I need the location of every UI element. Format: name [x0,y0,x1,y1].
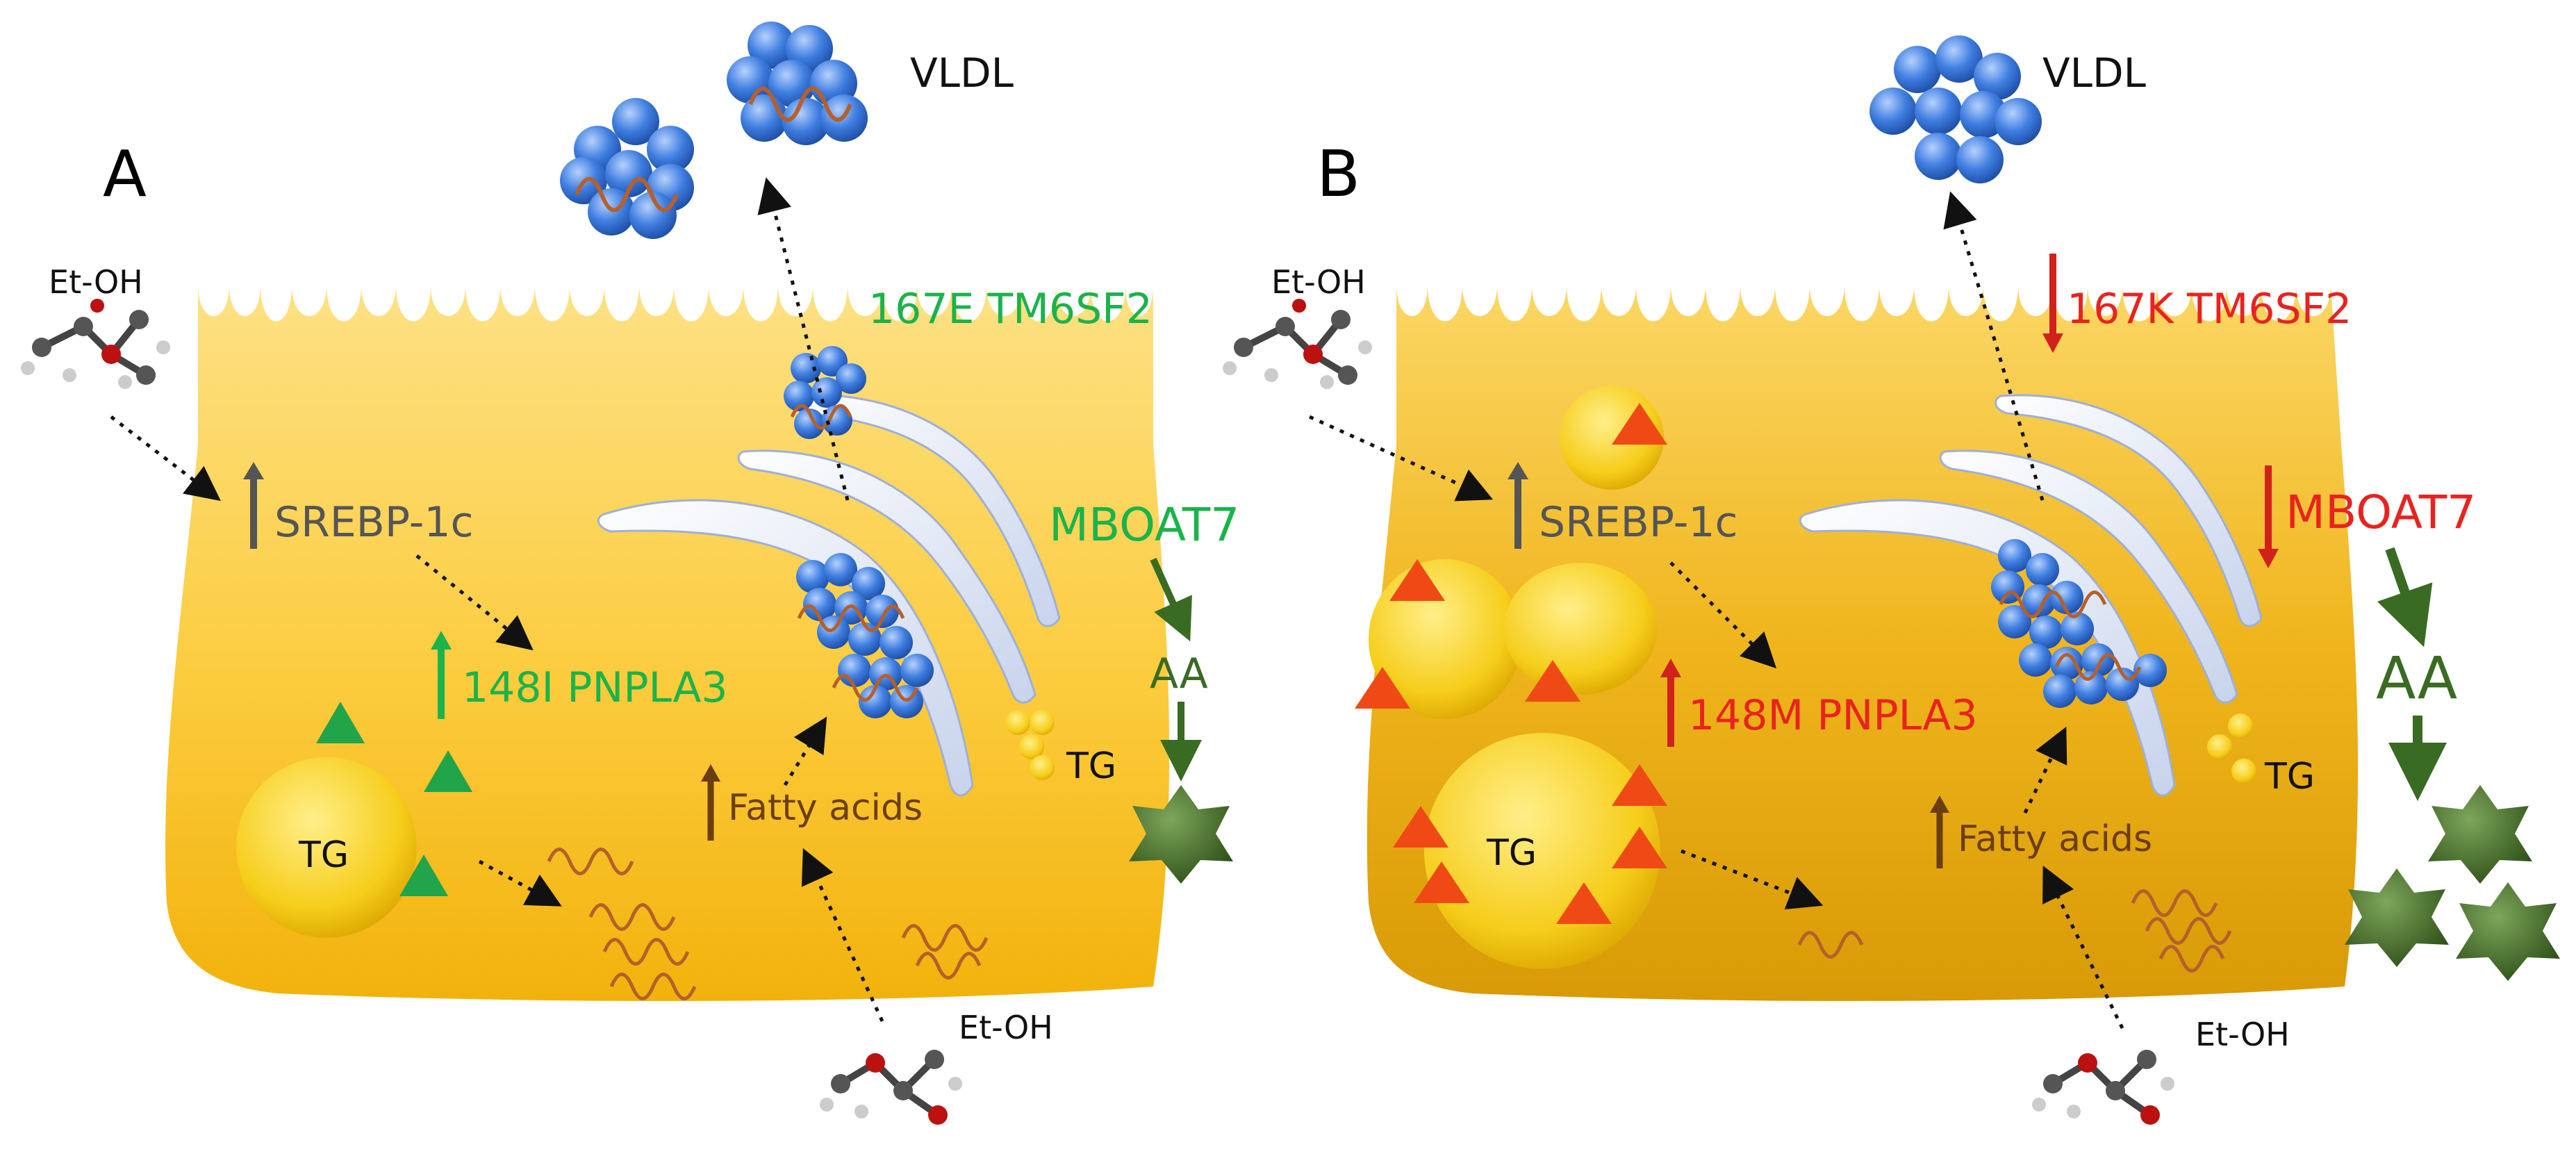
tg-droplet-label-b: TG [1486,832,1537,874]
arrow-etoh-to-fa-b [2042,866,2124,1030]
tg-small-label-a: TG [1066,745,1116,787]
er-membrane-b3 [1995,394,2263,627]
arrow-tg-to-fa-b [1681,849,1824,909]
ethanol-molecule-bottom-b [2032,1050,2174,1125]
arrow-er-to-vldl-b [1943,191,2045,501]
pnpla3-label-a: 148I PNPLA3 [462,663,728,712]
ethanol-bottom-label-a: Et-OH [959,1009,1053,1046]
eicosanoid-star-a [1129,785,1233,884]
eicosanoid-stars-b [2345,785,2560,981]
er-membrane-a3 [793,394,1061,627]
ethanol-molecule-top-b [1223,299,1372,389]
ethanol-top-label-b: Et-OH [1271,263,1366,301]
fatty-acids-label-b: Fatty acids [1958,818,2152,860]
ethanol-bottom-label-b: Et-OH [2195,1016,2290,1053]
tg-droplet-b2 [1504,563,1657,695]
arrow-fa-to-er-b [2023,726,2067,814]
aa-label-a: AA [1150,650,1208,698]
fatty-acid-chains-a [547,848,989,1000]
vldl-secreted-b [1869,35,2042,183]
arrow-srebp-to-pnpla3-b [1669,561,1777,669]
srebp-label-a: SREBP-1c [274,498,474,547]
er-membrane-b2 [1939,449,2238,704]
mboat7-to-aa-arrow-a [1150,557,1192,642]
arrow-etoh-to-fa-a [801,848,884,1023]
tm6sf2-label-a: 167E TM6SF2 [868,285,1153,333]
vldl-particle-er-b [1991,539,2167,708]
arrow-fa-to-er-a [783,716,827,786]
fatty-acids-label-a: Fatty acids [728,787,923,829]
arrow-tg-to-fa-a [478,859,562,907]
vldl-label-a: VLDL [910,49,1014,97]
mboat7-label-a: MBOAT7 [1049,498,1239,552]
ethanol-molecule-bottom-a [820,1050,962,1125]
vldl-particle-golgi-a [784,346,866,439]
srebp-label-b: SREBP-1c [1539,498,1738,547]
mboat7-to-aa-arrow-b [2377,547,2433,647]
panel-b: B [1223,35,2560,1125]
tg-droplet-a [236,757,417,938]
panel-b-letter: B [1316,137,1360,211]
er-membrane-a2 [737,449,1037,704]
arrow-srebp-to-pnpla3-a [415,554,534,651]
pnpla3-triangles-b [1355,559,1667,924]
pnpla3-triangle-a2 [424,750,472,792]
ethanol-molecule-top-a [21,299,170,389]
panel-a: A [21,22,1239,1125]
tg-small-droplets-b [2207,713,2256,784]
hepatocyte-cell-a [165,285,1170,1001]
mboat7-label-b: MBOAT7 [2286,486,2476,539]
vldl-secreted-a1 [560,98,694,239]
aa-label-b: AA [2376,644,2457,712]
pnpla3-triangle-b1 [1612,403,1667,445]
tm6sf2-label-b: 167K TM6SF2 [2067,285,2352,333]
vldl-secreted-a2 [727,22,868,145]
vldl-particle-er-a [796,553,934,718]
vldl-label-b: VLDL [2042,49,2146,97]
tg-droplet-label-a: TG [298,834,349,876]
fatty-acid-chains-b [1797,889,2232,973]
pnpla3-triangle-a3 [399,854,448,896]
ethanol-top-label-a: Et-OH [49,263,143,301]
er-membrane-b1 [1799,499,2176,797]
panel-a-letter: A [103,137,147,211]
tg-small-droplets-a [1005,710,1055,780]
pnpla3-label-b: 148M PNPLA3 [1688,691,1978,740]
tg-small-label-b: TG [2264,756,2315,798]
pnpla3-triangle-a1 [316,702,365,743]
